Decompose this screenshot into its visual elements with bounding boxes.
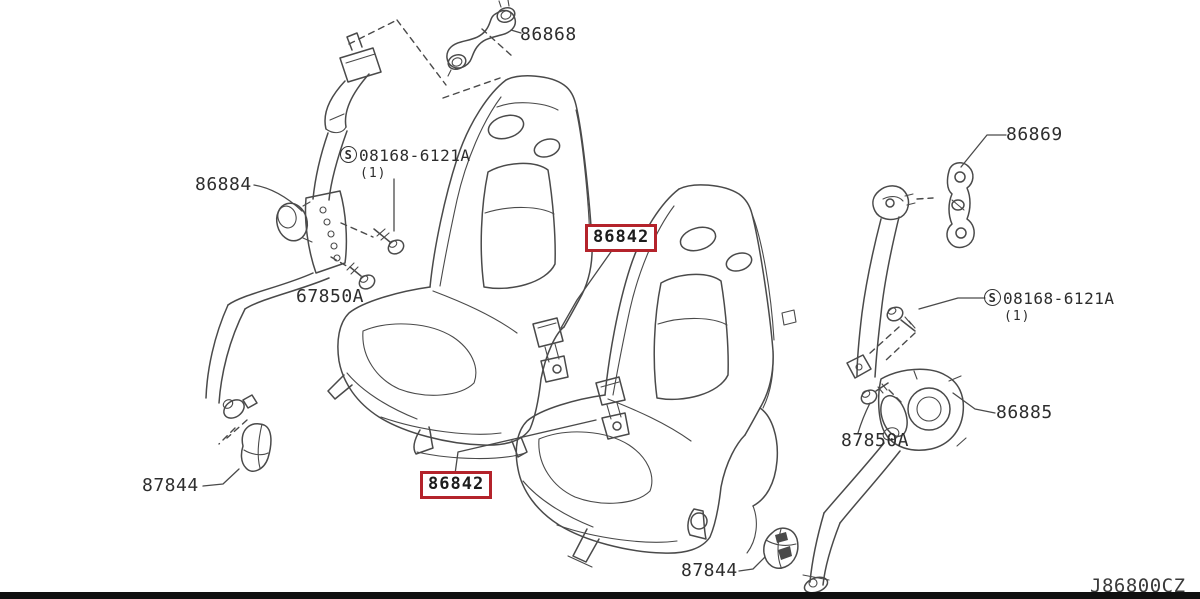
highlight-bottom-leader [454, 419, 597, 475]
part-label-86885: 86885 [996, 402, 1053, 423]
top-bracket-86868 [446, 0, 522, 77]
left-seat [327, 75, 593, 460]
quantity-label: (1) [360, 166, 387, 181]
screw-symbol-icon: S [340, 146, 357, 163]
highlighted-part-label-bottom[interactable]: 86842 [420, 471, 493, 499]
highlight-top-leader [560, 248, 614, 329]
left-belt-assembly [202, 19, 513, 487]
part-label-87844-left: 87844 [142, 475, 199, 496]
right-seat [515, 184, 797, 568]
diagram-code: J86800CZ [1090, 575, 1186, 597]
screw-callout-right: S 08168-6121A (1) [984, 289, 1114, 323]
highlighted-part-label-top[interactable]: 86842 [585, 224, 658, 252]
part-label-67850A: 67850A [296, 286, 365, 307]
screw-part-number: 08168-6121A [359, 146, 471, 165]
screw-callout-left: S 08168-6121A (1) [340, 146, 470, 180]
right-seat-buckle [595, 376, 630, 440]
part-label-86868: 86868 [520, 24, 577, 45]
screw-symbol-icon: S [984, 289, 1001, 306]
part-label-87850A: 87850A [841, 430, 910, 451]
quantity-label: (1) [1004, 309, 1031, 324]
screw-part-number: 08168-6121A [1003, 289, 1115, 308]
part-label-86884: 86884 [195, 174, 252, 195]
part-label-87844-bottom: 87844 [681, 560, 738, 581]
part-label-86869: 86869 [1006, 124, 1063, 145]
left-seat-buckle [532, 317, 569, 383]
bottom-bar [0, 592, 1200, 599]
right-belt-assembly [738, 134, 1007, 594]
